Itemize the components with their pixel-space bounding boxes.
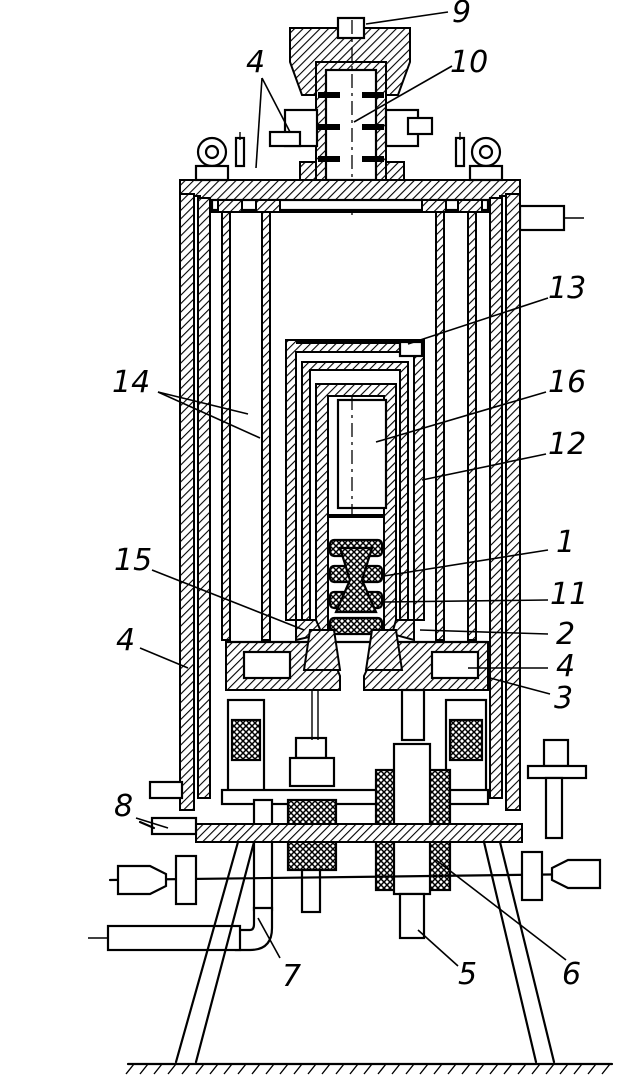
- lower-assembly: [88, 688, 490, 952]
- crucible-and-heater: [295, 383, 415, 642]
- inner-housing: [285, 339, 425, 621]
- callout-3: 3: [554, 681, 573, 716]
- callout-1: 1: [556, 525, 575, 560]
- callout-11: 11: [550, 577, 588, 612]
- callout-15: 15: [114, 543, 152, 578]
- callout-5: 5: [458, 957, 477, 992]
- callout-12: 12: [548, 427, 586, 462]
- callout-9: 9: [452, 0, 471, 30]
- bottom-flange: [108, 738, 602, 906]
- base-plate: [224, 629, 490, 691]
- leader-lines: [135, 11, 567, 967]
- callout-labels: 9 10 4 13 14 16 12 1 15 11 4 2 4 3 8 7 5…: [112, 0, 588, 994]
- callout-13: 13: [548, 271, 586, 306]
- callout-4: 4: [556, 649, 575, 684]
- top-insulator-stack: [318, 92, 384, 162]
- callout-4: 4: [246, 45, 265, 80]
- heat-shields: [221, 211, 477, 641]
- callout-10: 10: [450, 45, 488, 80]
- callout-7: 7: [282, 959, 301, 994]
- heater-coil: [328, 538, 384, 636]
- callout-4: 4: [116, 623, 135, 658]
- outer-water-jacket: [148, 193, 521, 811]
- callout-14: 14: [112, 365, 150, 400]
- top-cap-assembly: [268, 16, 434, 215]
- callout-16: 16: [548, 365, 586, 400]
- support-stand: [125, 840, 614, 1075]
- callout-2: 2: [556, 617, 575, 652]
- callout-6: 6: [562, 957, 581, 992]
- callout-8: 8: [114, 789, 133, 824]
